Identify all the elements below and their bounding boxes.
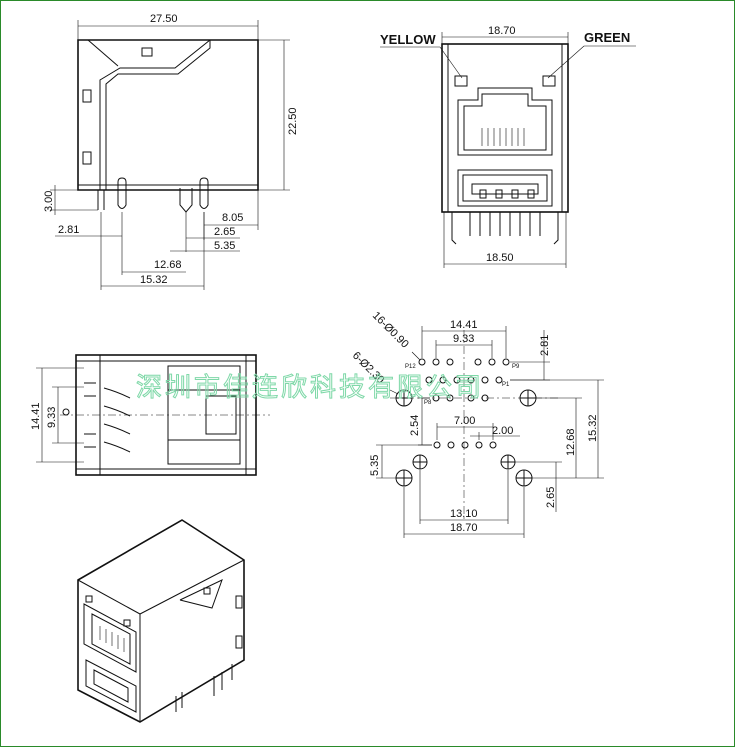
- dim-pcb-200: 2.00: [492, 425, 513, 437]
- dim-pcb-281: 2.81: [539, 335, 551, 356]
- dim-pin-left: 3.00: [43, 191, 55, 212]
- dim-front-top: 18.70: [488, 25, 516, 37]
- dim-offset-2-81: 2.81: [58, 224, 79, 236]
- dim-pcb-535: 5.35: [369, 455, 381, 476]
- front-view: YELLOW GREEN 18.70: [380, 25, 636, 268]
- top-view: 14.41 9.33: [30, 354, 270, 476]
- dim-pcb-933: 9.33: [453, 333, 474, 345]
- pin-label-p8: P8: [424, 400, 432, 406]
- dim-offset-2-65: 2.65: [214, 226, 235, 238]
- label-green: GREEN: [584, 30, 630, 45]
- dim-height-right: 22.50: [287, 107, 299, 135]
- dim-top-outer: 14.41: [30, 402, 42, 430]
- dim-pcb-1870: 18.70: [450, 522, 478, 534]
- side-view: 27.50 22.50 3.00 2.81 8: [43, 13, 299, 290]
- dim-offset-8-05: 8.05: [222, 212, 243, 224]
- dim-width-top: 27.50: [150, 13, 178, 25]
- pin-label-p1: P1: [502, 382, 510, 388]
- pcb-layout: P12 P9 P1 P8 16-Ø0.90 6-Ø2.30 14.41 9.33…: [350, 310, 604, 538]
- dim-offset-5-35: 5.35: [214, 240, 235, 252]
- pin-label-p9: P9: [512, 364, 520, 370]
- label-yellow: YELLOW: [380, 32, 436, 47]
- dim-top-inner: 9.33: [46, 407, 58, 428]
- dim-front-bottom: 18.50: [486, 252, 514, 264]
- dim-pcb-1441: 14.41: [450, 319, 478, 331]
- dim-pcb-1310: 13.10: [450, 508, 478, 520]
- dim-pcb-265: 2.65: [545, 487, 557, 508]
- watermark-text: 深圳市佳连欣科技有限公司: [136, 373, 484, 403]
- dim-pcb-700: 7.00: [454, 415, 475, 427]
- dim-holes-16: 16-Ø0.90: [370, 310, 411, 351]
- dim-pcb-1532: 15.32: [587, 414, 599, 442]
- dim-pcb-1268: 12.68: [565, 428, 577, 456]
- dim-pcb-254: 2.54: [409, 415, 421, 436]
- pin-label-p12: P12: [405, 364, 416, 370]
- dim-offset-15-32: 15.32: [140, 274, 168, 286]
- dim-offset-12-68: 12.68: [154, 259, 182, 271]
- isometric-view: [77, 519, 245, 723]
